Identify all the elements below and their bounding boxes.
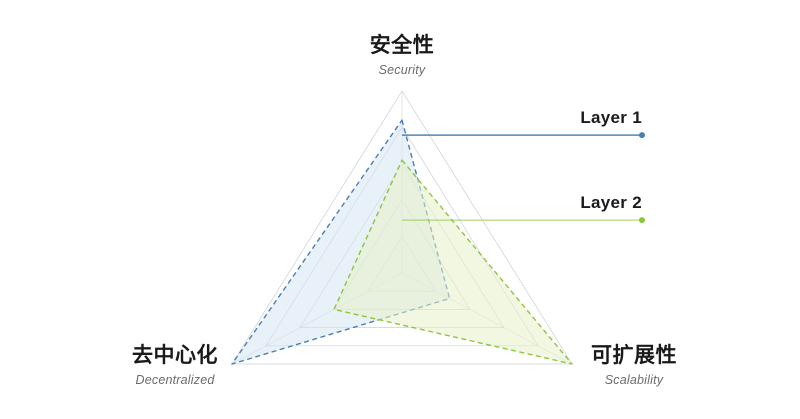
axis-label-scalability-cn: 可扩展性 (591, 343, 677, 367)
legend-group: Layer 1 Layer 2 (402, 108, 645, 224)
axis-label-scalability: 可扩展性 Scalability (591, 343, 677, 387)
axis-label-security: 安全性 Security (370, 33, 435, 77)
legend-marker-layer-2 (639, 217, 645, 224)
axis-label-decentralized-en: Decentralized (135, 373, 215, 387)
series-polygons (231, 119, 573, 365)
axis-label-decentralized: 去中心化 Decentralized (132, 343, 218, 387)
axis-label-security-en: Security (379, 63, 426, 77)
legend-label-layer-1[interactable]: Layer 1 (580, 108, 642, 127)
legend-label-layer-2[interactable]: Layer 2 (580, 193, 642, 212)
grid-ring-5 (231, 90, 573, 365)
axis-label-security-cn: 安全性 (370, 33, 435, 57)
series-polygon-layer-2 (333, 159, 573, 365)
legend-marker-layer-1 (639, 132, 645, 139)
axis-label-decentralized-cn: 去中心化 (132, 343, 218, 367)
axis-label-scalability-en: Scalability (605, 373, 664, 387)
